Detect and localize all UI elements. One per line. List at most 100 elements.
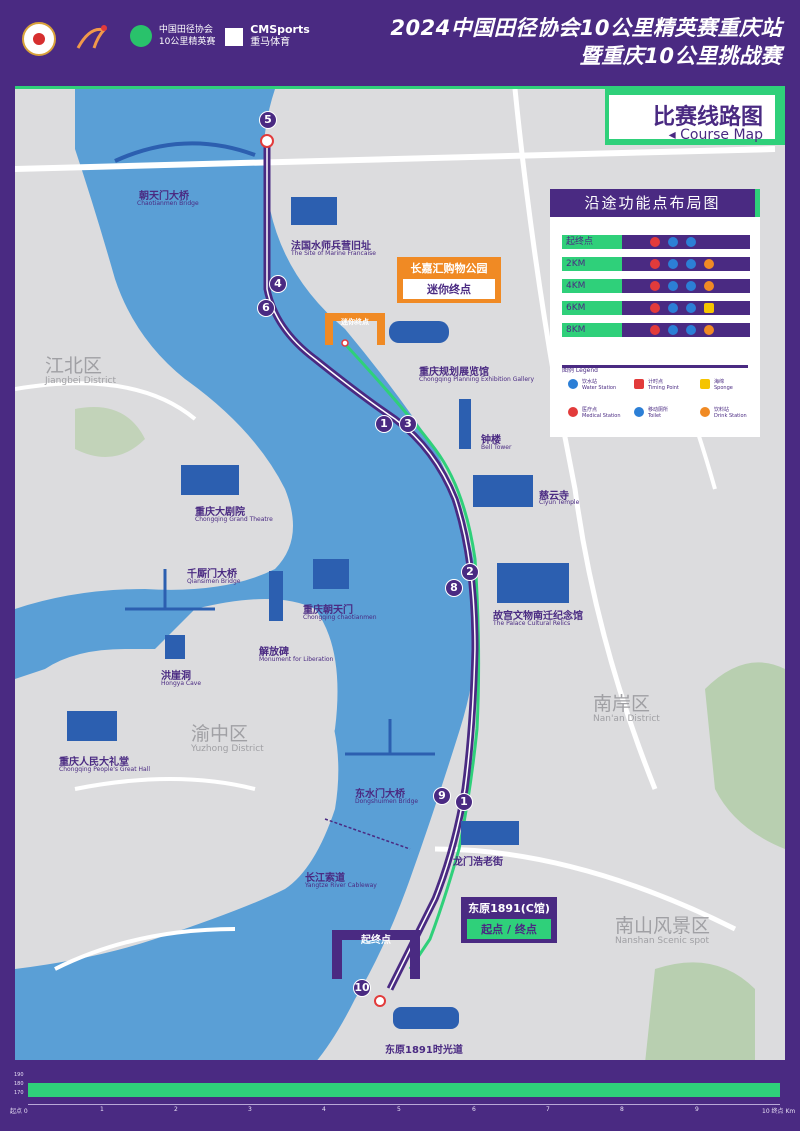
district-label: 渝中区 <box>191 723 249 745</box>
district-label: 南岸区 <box>593 693 651 715</box>
athletics-federation-logo <box>22 22 56 56</box>
landmark-label: 重庆规划展览馆 <box>419 367 489 378</box>
facilities-title: 沿途功能点布局图 <box>550 189 760 217</box>
legend-header: 图例 Legend <box>562 357 748 374</box>
mini-finish-arch <box>325 313 385 345</box>
km-marker: 1 <box>375 415 393 433</box>
elevation-x-tick: 2 <box>174 1106 178 1113</box>
facilities-panel: 沿途功能点布局图 起终点 2KM 4KM <box>550 189 760 437</box>
district-label-en: Nanshan Scenic spot <box>615 936 710 946</box>
header: 中国田径协会 10公里精英赛 CMSports 重马体育 2024中国田径协会1… <box>0 0 800 84</box>
landmark-label-en: The Palace Cultural Relics <box>493 620 571 627</box>
start-point-marker <box>374 995 386 1007</box>
landmark-label: 法国水师兵营旧址 <box>291 241 371 252</box>
landmark-label: 重庆朝天门 <box>303 605 353 616</box>
legend-title: 图例 Legend <box>562 367 598 374</box>
course-map-title: 比赛线路图 <box>652 105 763 130</box>
mini-finish-marker <box>341 339 349 347</box>
medical-cross-icon <box>650 237 660 247</box>
km-marker: 5 <box>259 111 277 129</box>
bridge-icon <box>114 141 256 163</box>
series-logo: 中国田径协会 10公里精英赛 <box>130 24 215 54</box>
km-marker: 9 <box>433 787 451 805</box>
km-marker: 8 <box>445 579 463 597</box>
title-line-1: 2024中国田径协会10公里精英赛重庆站 <box>390 16 782 40</box>
water-drop-icon <box>686 259 696 269</box>
landmark-label-en: Ciyun Temple <box>539 499 580 506</box>
bridge-icon <box>345 719 435 756</box>
elevation-x-tick: 5 <box>397 1106 401 1113</box>
km-marker: 10 <box>353 979 371 997</box>
facility-row: 8KM <box>562 323 750 337</box>
title-line-2: 暨重庆10公里挑战赛 <box>579 44 782 68</box>
landmark-label: 龙门浩老街 <box>453 857 503 868</box>
landmark-label-en: Yangtze River Cableway <box>305 882 377 889</box>
medical-cross-icon <box>650 325 660 335</box>
district-label: 南山风景区 <box>615 915 711 937</box>
start-title: 东原1891(C馆) <box>468 902 550 915</box>
water-drop-icon <box>686 303 696 313</box>
landmark-label-en: Chongqing Planning Exhibition Gallery <box>419 376 535 383</box>
elevation-x-tick: 8 <box>620 1106 624 1113</box>
sponge-icon <box>704 303 714 313</box>
km-marker: 2 <box>461 563 479 581</box>
start-arch-label: 起终点 <box>361 935 391 946</box>
facility-row-label: 4KM <box>562 279 622 293</box>
green-park-area <box>645 962 755 1063</box>
runner-logo-icon <box>70 22 118 56</box>
legend-label-en: Drink Station <box>714 413 747 419</box>
district-label-en: Yuzhong District <box>191 744 264 754</box>
green-park-area <box>705 662 785 849</box>
landmark-label-en: Bell Tower <box>481 444 512 451</box>
facility-row: 起终点 <box>562 235 750 249</box>
toilet-icon <box>668 281 678 291</box>
drink-cup-icon <box>704 259 714 269</box>
medical-cross-icon <box>650 303 660 313</box>
legend-label-en: Medical Station <box>582 413 621 419</box>
landmark-label: 朝天门大桥 <box>139 191 189 202</box>
km-marker: 4 <box>269 275 287 293</box>
landmark-label: 解放碑 <box>259 647 289 658</box>
elevation-y-tick: 190 <box>14 1072 24 1078</box>
landmark-label-en: Hongya Cave <box>161 680 202 687</box>
mini-route-line <box>343 342 481 970</box>
green-park-area <box>75 407 145 457</box>
peninsula-land <box>45 599 338 879</box>
course-map-subtitle: ◂ Course Map <box>668 127 763 143</box>
mini-finish-callout: 长嘉汇购物公园 迷你终点 <box>397 257 501 303</box>
landmark-label-en: Chongqing chaotianmen <box>303 614 377 621</box>
series-logo-line1: 中国田径协会 <box>158 25 213 35</box>
toilet-icon <box>668 259 678 269</box>
legend-label: 计时点 <box>648 379 664 385</box>
landmark-label: 东水门大桥 <box>355 789 405 800</box>
drink-cup-icon <box>700 407 710 417</box>
landmark-label: 洪崖洞 <box>161 671 191 682</box>
legend-label-en: Water Station <box>582 385 617 391</box>
km-marker: 3 <box>399 415 417 433</box>
landmark-label: 东原1891时光道 <box>385 1045 463 1056</box>
course-map-banner: 比赛线路图 ◂ Course Map <box>605 89 785 145</box>
landmark-label-en: Monument for Liberation <box>259 656 334 663</box>
toilet-icon <box>668 303 678 313</box>
toilet-icon <box>668 237 678 247</box>
landmark-label-en: Chongqing People's Great Hall <box>59 766 151 773</box>
elevation-x-tick: 6 <box>472 1106 476 1113</box>
drink-cup-icon <box>704 325 714 335</box>
elevation-x-end: 10 终点 Km <box>762 1108 796 1115</box>
facility-row: 6KM <box>562 301 750 315</box>
clock-tower-icon <box>459 399 471 449</box>
legend-label-en: Toilet <box>648 413 662 419</box>
km-marker: 6 <box>257 299 275 317</box>
sponsor-logo: CMSports 重马体育 <box>225 24 310 49</box>
mini-finish-subtitle: 迷你终点 <box>403 279 495 299</box>
legend-label: 饮水站 <box>582 379 598 385</box>
elevation-x-tick: 3 <box>248 1106 252 1113</box>
drink-cup-icon <box>704 281 714 291</box>
facility-row: 4KM <box>562 279 750 293</box>
turnaround-marker <box>260 134 274 148</box>
elevation-y-tick: 170 <box>14 1090 24 1096</box>
toilet-icon <box>668 325 678 335</box>
start-finish-arch <box>332 930 420 979</box>
landmark-label-en: Chongqing Grand Theatre <box>195 516 273 523</box>
